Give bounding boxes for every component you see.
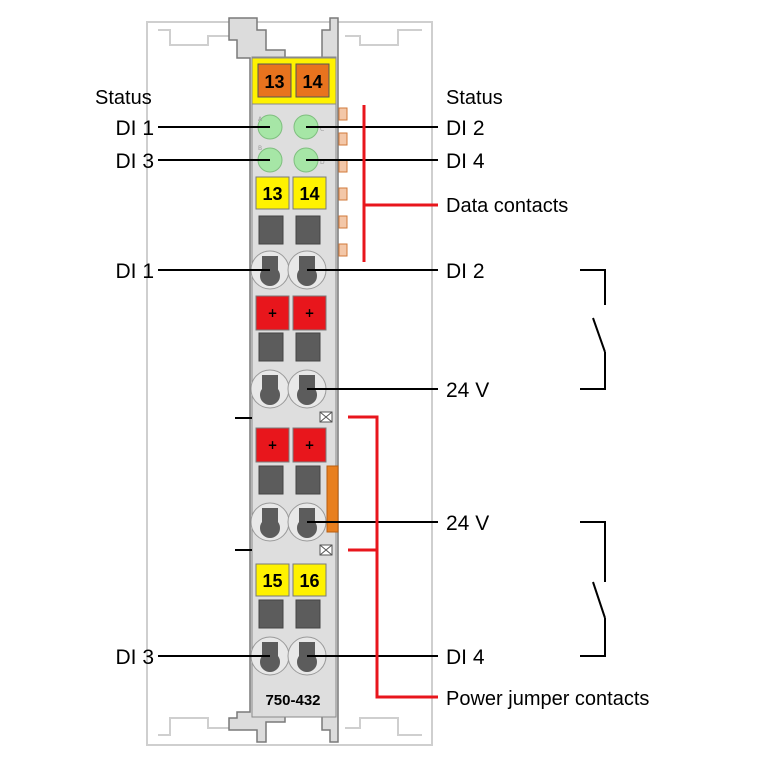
leader-lines — [158, 126, 438, 657]
label-led-di3: DI 3 — [115, 150, 154, 173]
upper-terminal-14: 14 — [299, 184, 319, 204]
label-led-di2: DI 2 — [446, 117, 485, 140]
labels: Status Status DI 1 DI 2 DI 3 DI 4 Data c… — [95, 87, 649, 710]
label-term-di3: DI 3 — [115, 646, 154, 669]
label-led-di1: DI 1 — [115, 117, 154, 140]
label-data-contacts: Data contacts — [446, 195, 568, 217]
switch-lower — [580, 521, 606, 657]
label-term-di4: DI 4 — [446, 646, 485, 669]
label-24v-upper: 24 V — [446, 379, 489, 402]
status-label-right: Status — [446, 87, 503, 109]
plus-sign-4: + — [304, 438, 314, 452]
status-leds: A C B D — [257, 114, 325, 173]
label-led-di4: DI 4 — [446, 150, 485, 173]
top-terminal-14: 14 — [302, 72, 322, 92]
data-contacts-callout — [362, 105, 438, 262]
switch-symbols — [580, 269, 606, 657]
led-letter-b: B — [258, 145, 262, 152]
led-letter-a: A — [258, 116, 263, 123]
terminal-slots — [258, 215, 321, 629]
module-model-number: 750-432 — [265, 692, 320, 709]
clamp-row-3 — [250, 502, 327, 542]
power-jumper-callout — [348, 415, 438, 699]
label-power-jumper-contacts: Power jumper contacts — [446, 688, 649, 710]
label-24v-lower: 24 V — [446, 512, 489, 535]
lower-terminal-16: 16 — [299, 571, 319, 591]
label-term-di1: DI 1 — [115, 260, 154, 283]
label-term-di2: DI 2 — [446, 260, 485, 283]
plus-sign-2: + — [304, 306, 314, 320]
upper-terminal-13: 13 — [262, 184, 282, 204]
led-letter-c: C — [320, 126, 324, 133]
switch-upper — [580, 269, 606, 390]
data-contact-tabs — [338, 107, 348, 257]
lower-terminal-15: 15 — [262, 571, 282, 591]
top-terminal-13: 13 — [264, 72, 284, 92]
red-plus-terminals: + + + + — [255, 295, 327, 463]
status-label-left: Status — [95, 87, 152, 109]
plus-sign-1: + — [267, 306, 277, 320]
power-jumper-hardware — [235, 411, 339, 556]
lower-terminal-markers: 15 16 — [255, 563, 327, 597]
led-letter-d: D — [320, 159, 325, 166]
upper-terminal-markers: 13 14 — [255, 176, 327, 210]
top-terminal-block: 13 14 — [251, 57, 337, 105]
plus-sign-3: + — [267, 438, 277, 452]
